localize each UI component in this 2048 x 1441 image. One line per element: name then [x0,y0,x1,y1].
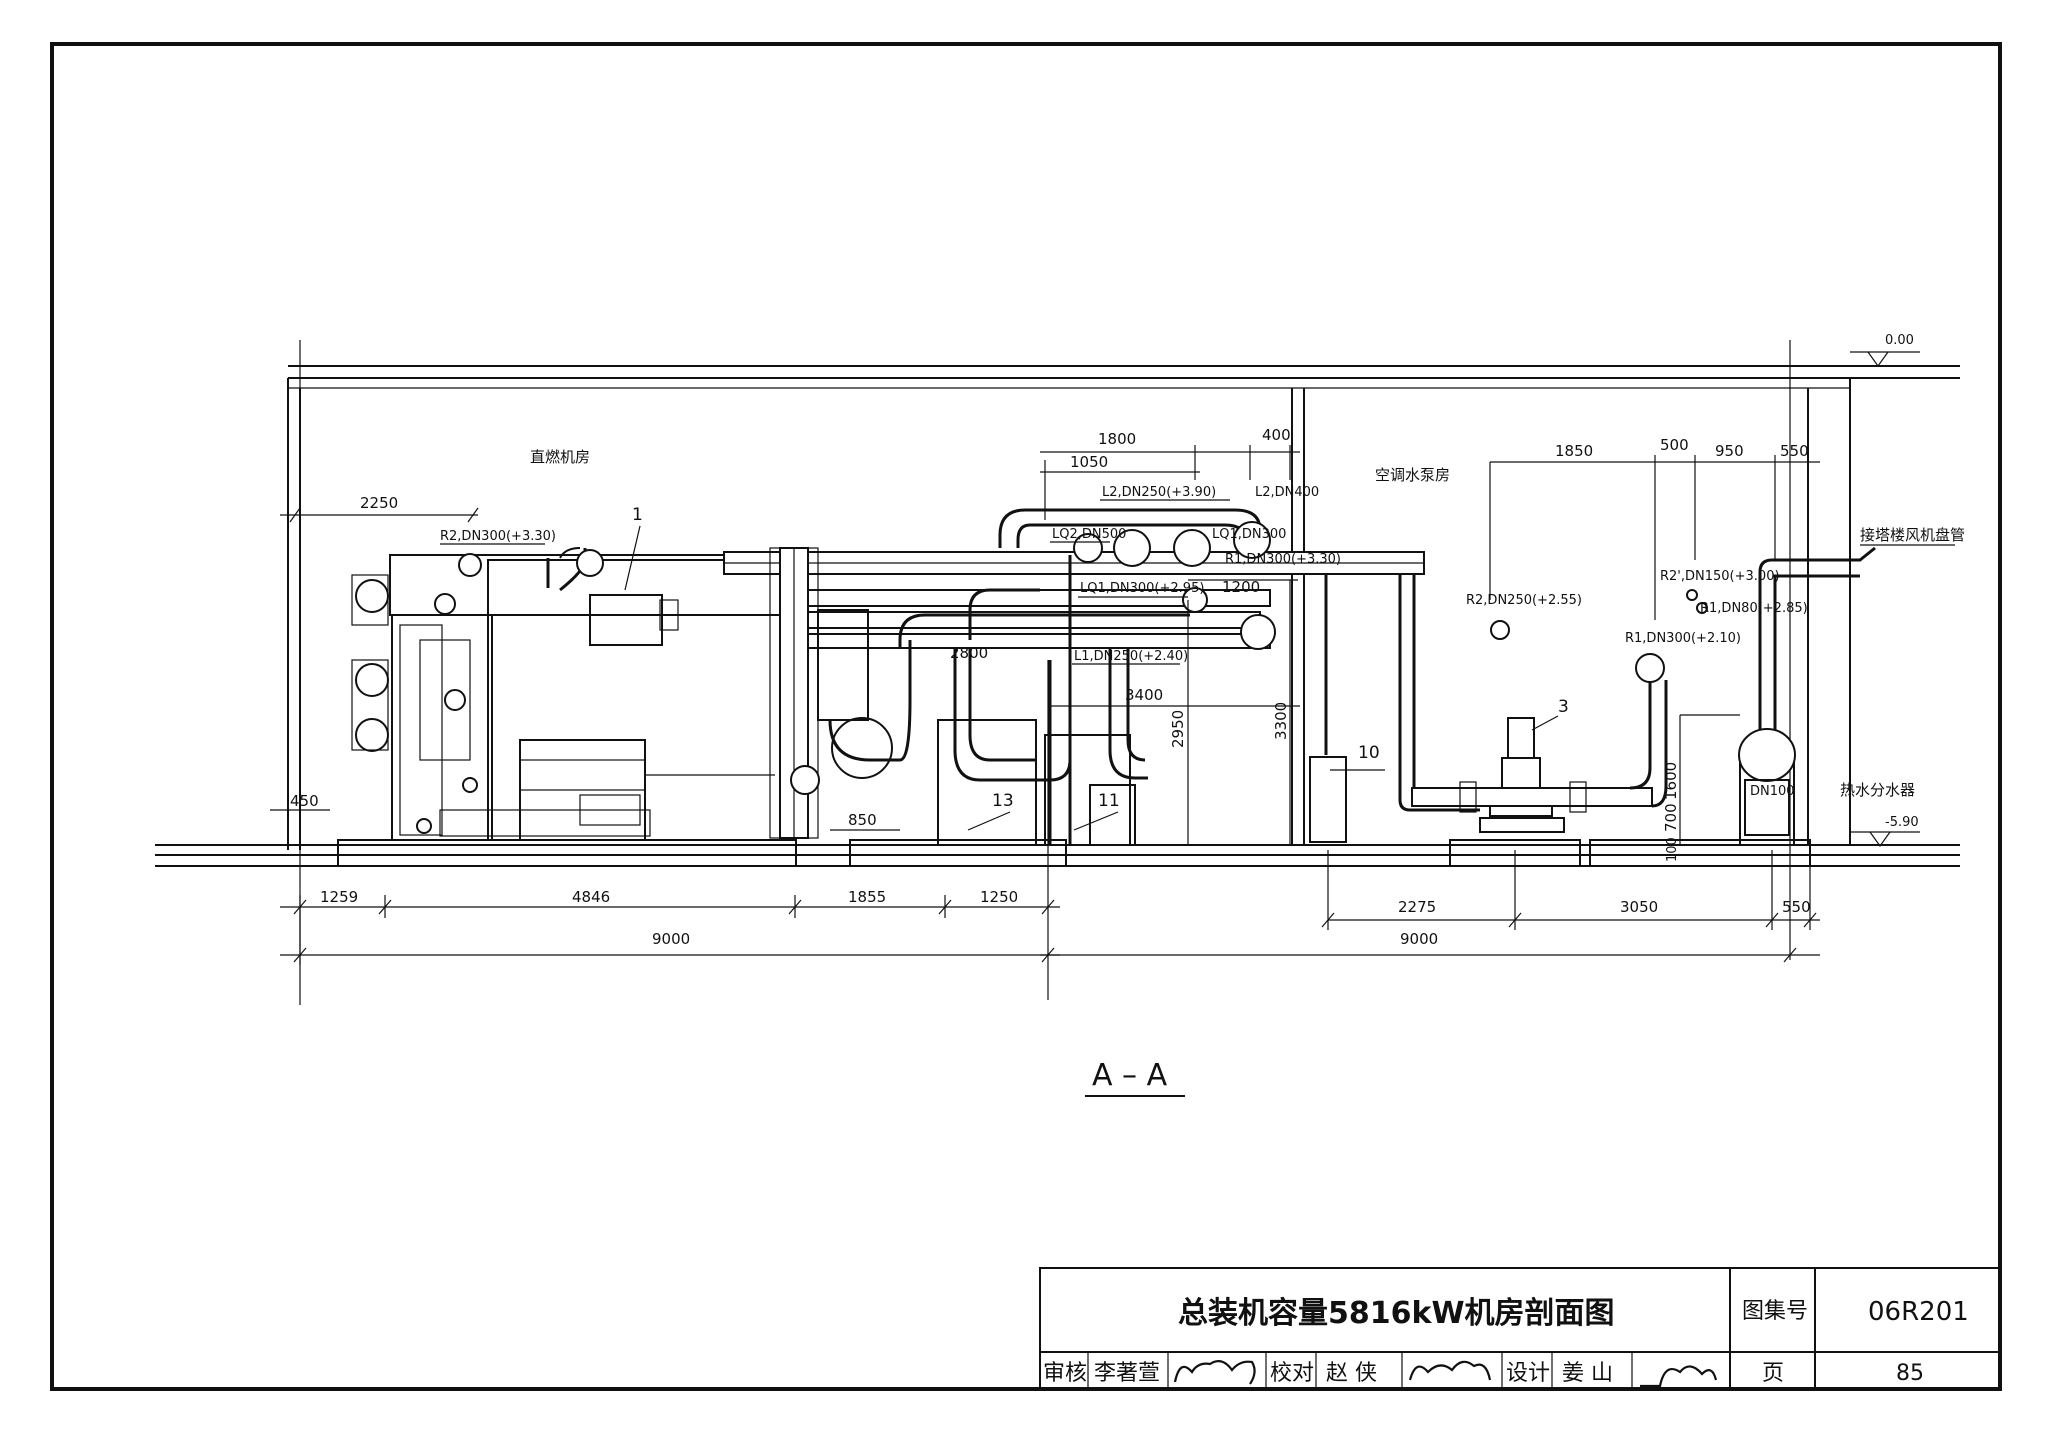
label-dn100: DN100 [1750,784,1795,799]
item-number-10: 10 [1358,743,1380,763]
checker-signature [1408,1360,1492,1381]
checker-name: 赵 侠 [1326,1361,1377,1386]
label-l1-dn250: L1,DN250(+2.40) [1074,649,1188,664]
absorption-chiller [351,547,791,841]
dim-1800: 1800 [1098,430,1136,448]
label-r1-dn80: R1,DN80(+2.85) [1700,601,1808,616]
dim-550-top: 550 [1780,442,1809,460]
item-number-11: 11 [1098,791,1120,811]
dim-3050: 3050 [1620,898,1658,916]
label-r2-dn300: R2,DN300(+3.30) [440,529,556,544]
circulation-pump [1411,653,1668,833]
dim-500: 500 [1660,436,1689,454]
label-r1-dn300-330: R1,DN300(+3.30) [1225,552,1341,567]
section-drawing: 0.00 -5.90 直燃机房 空调水泵房 [155,333,1965,1097]
note-distributor: 热水分水器 [1840,781,1915,799]
dim-1050: 1050 [1070,453,1108,471]
dim-2250: 2250 [360,494,398,512]
sheet-border [50,42,2002,1391]
dim-400: 400 [1262,426,1291,444]
level-mark-floor: -5.90 [1850,815,1920,848]
ground-level-text: 0.00 [1885,333,1914,348]
dim-1850: 1850 [1555,442,1593,460]
dim-9000-left: 9000 [652,930,690,948]
dim-550-bot: 550 [1782,898,1811,916]
atlas-number: 06R201 [1868,1297,1969,1327]
label-r1-dn300-210: R1,DN300(+2.10) [1625,631,1741,646]
dim-450: 450 [290,792,319,810]
pump-room-label: 空调水泵房 [1375,466,1450,484]
hot-water-distributor: DN100 [1738,546,1876,846]
designer-name: 姜 山 [1562,1361,1613,1386]
label-r2p-dn150: R2',DN150(+3.00) [1660,569,1780,584]
atlas-label: 图集号 [1742,1299,1808,1324]
review-label: 审核 [1043,1361,1087,1386]
pipe-rack [723,508,1480,846]
label-l2-dn250: L2,DN250(+3.90) [1102,485,1216,500]
level-mark-ground: 0.00 [1850,333,1920,368]
dim-3300: 3300 [1272,702,1290,740]
designer-signature [1640,1365,1718,1388]
section-title: A – A [1092,1058,1168,1093]
dim-1855: 1855 [848,888,886,906]
item-number-1: 1 [632,505,643,525]
note-fan-coil: 接塔楼风机盘管 [1860,526,1965,544]
dim-2800: 2800 [950,644,988,662]
dim-1259: 1259 [320,888,358,906]
dim-2275: 2275 [1398,898,1436,916]
dim-1200: 1200 [1222,578,1260,596]
dim-850: 850 [848,811,877,829]
page-label: 页 [1762,1361,1784,1386]
label-lq1-dn300-a: LQ1,DN300 [1212,527,1286,542]
expansion-tank [1309,756,1347,843]
item-number-13: 13 [992,791,1014,811]
page-number: 85 [1896,1361,1924,1386]
label-lq1-dn300-295: LQ1,DN300(+2.95) [1080,581,1204,596]
label-lq2-dn500: LQ2,DN500 [1052,527,1126,542]
item-number-3: 3 [1558,697,1569,717]
label-l2-dn400: L2,DN400 [1255,485,1319,500]
dim-700: 700 [1662,803,1680,832]
dimension-lines [270,445,1820,1000]
dim-9000-right: 9000 [1400,930,1438,948]
dim-3400: 3400 [1125,686,1163,704]
dim-1250: 1250 [980,888,1018,906]
dim-4846: 4846 [572,888,610,906]
dim-950: 950 [1715,442,1744,460]
floor-level-text: -5.90 [1885,815,1919,830]
design-label: 设计 [1506,1361,1550,1386]
dim-100: 100 [1665,837,1680,862]
boiler-room-label: 直燃机房 [530,448,590,466]
title-block: 总装机容量5816kW机房剖面图 图集号 06R201 审核 李著萱 校对 赵 … [1039,1267,2001,1390]
reviewer-name: 李著萱 [1094,1361,1160,1386]
check-label: 校对 [1270,1361,1314,1386]
reviewer-signature [1173,1359,1256,1385]
dim-2950: 2950 [1169,710,1187,748]
label-r2-dn250: R2,DN250(+2.55) [1466,593,1582,608]
drawing-title: 总装机容量5816kW机房剖面图 [1178,1296,1615,1331]
dim-1600: 1600 [1662,762,1680,800]
